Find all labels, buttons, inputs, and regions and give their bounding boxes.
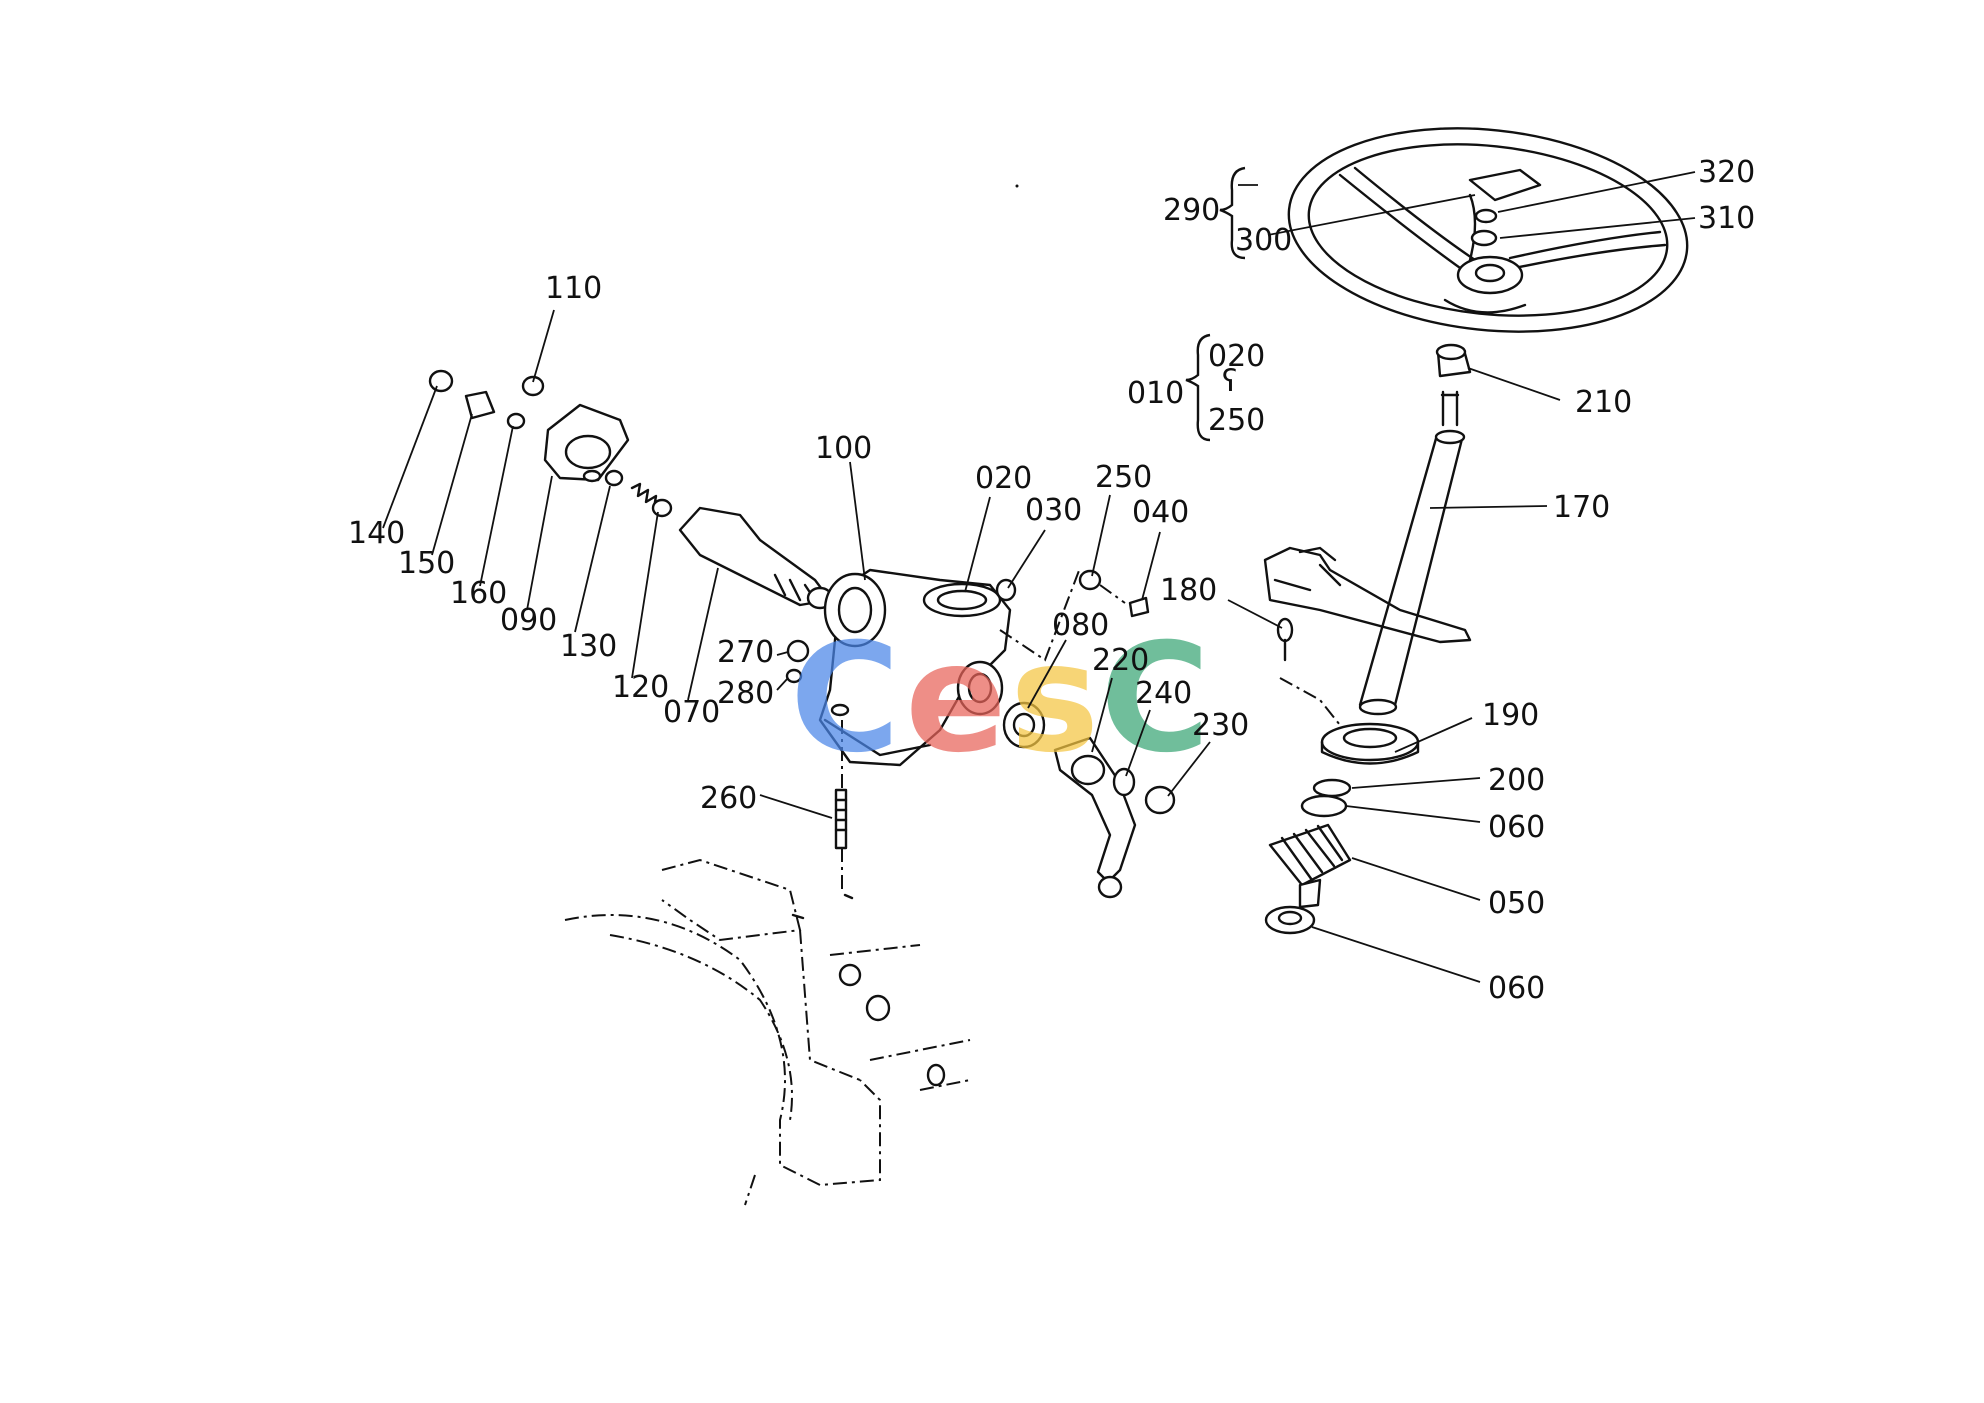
part-060-bearing-upper	[1300, 794, 1348, 818]
part-210-boss	[1435, 343, 1472, 378]
callout-010: 010	[1127, 376, 1184, 411]
callout-010-250: 250	[1208, 403, 1265, 438]
part-260-stud	[834, 788, 848, 850]
watermark-letter-1: C	[790, 612, 900, 786]
watermark: C e s C	[790, 612, 1210, 786]
callout-060-lower: 060	[1488, 971, 1545, 1006]
part-040-bolt	[1128, 596, 1150, 618]
callout-250: 250	[1095, 460, 1152, 495]
brace-010	[1185, 333, 1211, 442]
callout-020: 020	[975, 461, 1032, 496]
callout-230: 230	[1192, 708, 1249, 743]
part-140-nut	[428, 369, 454, 393]
callout-140: 140	[348, 516, 405, 551]
part-220-arm	[1053, 736, 1137, 899]
callout-300: 300	[1235, 223, 1292, 258]
part-120-spring	[630, 482, 673, 518]
part-240-washer	[1112, 767, 1136, 797]
callout-130: 130	[560, 629, 617, 664]
callout-110: 110	[545, 271, 602, 306]
steering-wheel	[1287, 127, 1689, 333]
part-180-bracket	[1263, 546, 1472, 662]
part-150-spacer	[464, 390, 496, 420]
callout-310: 310	[1698, 201, 1755, 236]
callout-180: 180	[1160, 573, 1217, 608]
callout-170: 170	[1553, 490, 1610, 525]
part-030-plug	[995, 578, 1017, 602]
callout-320: 320	[1698, 155, 1755, 190]
callout-160: 160	[450, 576, 507, 611]
callout-120: 120	[612, 670, 669, 705]
callout-070: 070	[663, 695, 720, 730]
callout-190: 190	[1482, 698, 1539, 733]
brace-290	[1219, 166, 1246, 260]
part-100-housing	[818, 568, 1012, 767]
part-160-washer	[506, 412, 526, 430]
callout-080: 080	[1052, 608, 1109, 643]
callout-290: 290	[1163, 193, 1220, 228]
watermark-letter-3: s	[1010, 612, 1099, 786]
callout-270: 270	[717, 635, 774, 670]
callout-150: 150	[398, 546, 455, 581]
watermark-letter-4: C	[1100, 612, 1210, 786]
part-170-column	[1358, 390, 1466, 716]
callout-100: 100	[815, 431, 872, 466]
callout-060-upper: 060	[1488, 810, 1545, 845]
part-190-flange	[1320, 722, 1420, 765]
callout-040: 040	[1132, 495, 1189, 530]
part-070-shaft	[678, 506, 834, 610]
chassis-outline	[564, 720, 971, 1206]
part-200-washer	[1312, 778, 1352, 798]
callout-210: 210	[1575, 385, 1632, 420]
watermark-letter-2: e	[905, 612, 1007, 786]
part-130-ring	[604, 469, 624, 487]
part-110-bolt	[521, 375, 545, 397]
callout-010-020: 020	[1208, 339, 1265, 374]
callout-010-mark: ʕ	[1222, 364, 1237, 399]
callout-280: 280	[717, 676, 774, 711]
part-060-bearing-lower	[1264, 905, 1316, 935]
part-250-cap	[1078, 569, 1102, 591]
stray-dot	[1015, 184, 1019, 188]
part-080-bearing	[1002, 701, 1046, 749]
callout-240: 240	[1135, 676, 1192, 711]
callout-labels: 290 300 320 310 010 020 ʕ 250 210 170 18…	[348, 155, 1755, 1006]
callout-090: 090	[500, 603, 557, 638]
callout-260: 260	[700, 781, 757, 816]
callout-030: 030	[1025, 493, 1082, 528]
leader-lines	[382, 171, 1696, 983]
callout-200: 200	[1488, 763, 1545, 798]
part-090-cover	[543, 403, 630, 483]
callout-050: 050	[1488, 886, 1545, 921]
part-230-nut	[1144, 785, 1176, 815]
part-050-worm	[1268, 823, 1352, 909]
callout-220: 220	[1092, 643, 1149, 678]
part-280-washer	[785, 668, 803, 684]
part-270-nut	[786, 639, 810, 663]
